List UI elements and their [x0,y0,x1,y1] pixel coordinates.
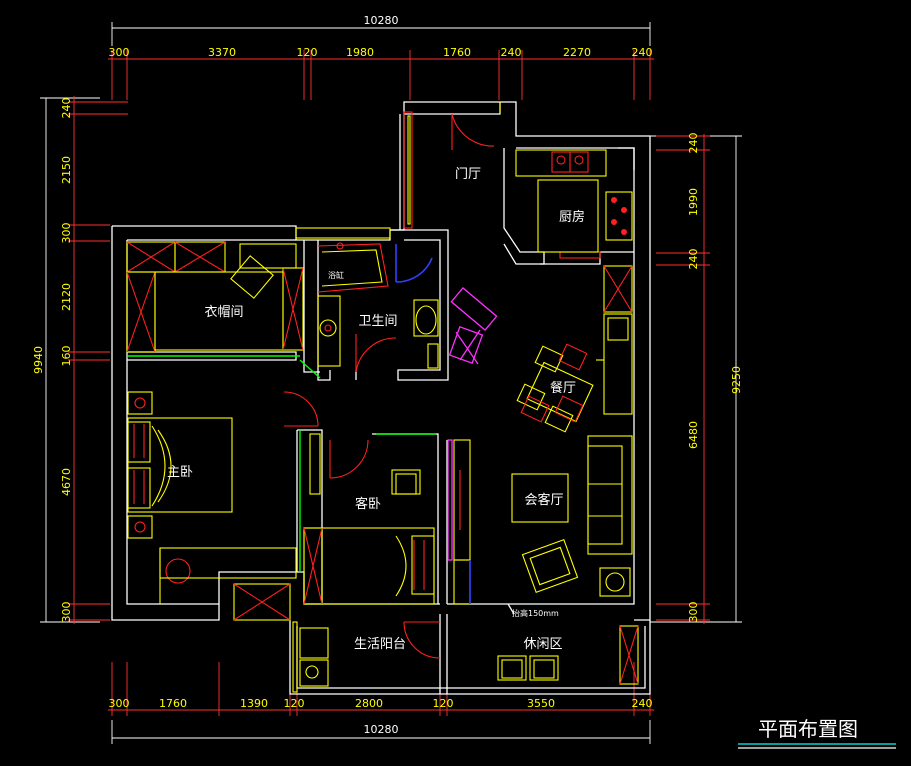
bottom-seg-3: 120 [284,697,305,710]
balcony-furniture [299,603,639,687]
dimension-top: 10280 300 3370 120 1980 1760 240 2270 24… [108,14,654,100]
top-total-dim: 10280 [364,14,399,27]
top-seg-7: 240 [632,46,653,59]
right-seg-2: 240 [687,249,700,270]
label-living-room: 会客厅 [524,492,563,508]
drawing-title: 平面布置图 [738,717,896,749]
right-seg-4: 300 [687,602,700,623]
bottom-seg-7: 240 [632,697,653,710]
top-seg-4: 1760 [443,46,471,59]
label-master-bedroom: 主卧 [167,465,193,480]
left-seg-3: 2120 [60,283,73,311]
top-seg-0: 300 [109,46,130,59]
label-floor-raise: 抬高150mm [512,608,559,618]
label-bathtub: 浴缸 [328,270,344,280]
top-seg-3: 1980 [346,46,374,59]
room-labels: 门厅 厨房 衣帽间 卫生间 浴缸 餐厅 主卧 客卧 会客厅 生活阳台 休闲区 抬… [167,167,585,652]
top-seg-2: 120 [297,46,318,59]
label-service-balcony: 生活阳台 [354,637,406,652]
bottom-seg-1: 1760 [159,697,187,710]
right-seg-0: 240 [687,133,700,154]
top-seg-5: 240 [501,46,522,59]
label-kitchen: 厨房 [559,209,585,225]
left-total-dim: 9940 [32,346,45,374]
left-seg-2: 300 [60,223,73,244]
shoe-cabinet [448,287,498,365]
label-guest-bedroom: 客卧 [355,496,381,512]
guest-bedroom-furniture [299,430,436,605]
left-seg-1: 2150 [60,156,73,184]
label-dining: 餐厅 [550,380,576,396]
top-seg-1: 3370 [208,46,236,59]
cloakroom-furniture [126,241,321,379]
left-seg-6: 300 [60,602,73,623]
left-seg-5: 4670 [60,468,73,496]
entrance-door [451,113,495,150]
label-leisure-area: 休闲区 [523,637,562,652]
walls [111,101,651,695]
living-room-furniture [447,435,633,605]
bottom-seg-6: 3550 [527,697,555,710]
bottom-seg-5: 120 [433,697,454,710]
dimension-right: 9250 240 1990 240 6480 300 [650,133,743,624]
bathroom-fixtures [317,242,439,373]
dimension-bottom: 300 1760 1390 120 2800 120 3550 240 1028… [108,662,654,744]
top-seg-6: 2270 [563,46,591,59]
bottom-seg-4: 2800 [355,697,383,710]
bottom-seg-2: 1390 [240,697,268,710]
right-total-dim: 9250 [730,366,743,394]
kitchen-fixtures [515,147,635,253]
master-bedroom-furniture [127,391,319,621]
bottom-seg-0: 300 [109,697,130,710]
label-cloakroom: 衣帽间 [204,304,243,320]
label-entrance: 门厅 [455,167,481,182]
label-bathroom: 卫生间 [358,314,397,329]
left-seg-4: 160 [60,346,73,367]
dining-set [516,265,633,433]
title-text: 平面布置图 [758,717,858,741]
right-seg-1: 1990 [687,188,700,216]
right-seg-3: 6480 [687,421,700,449]
bottom-total-dim: 10280 [364,723,399,736]
dimension-left: 9940 240 2150 300 2120 160 4670 300 [32,96,128,624]
left-seg-0: 240 [60,98,73,119]
